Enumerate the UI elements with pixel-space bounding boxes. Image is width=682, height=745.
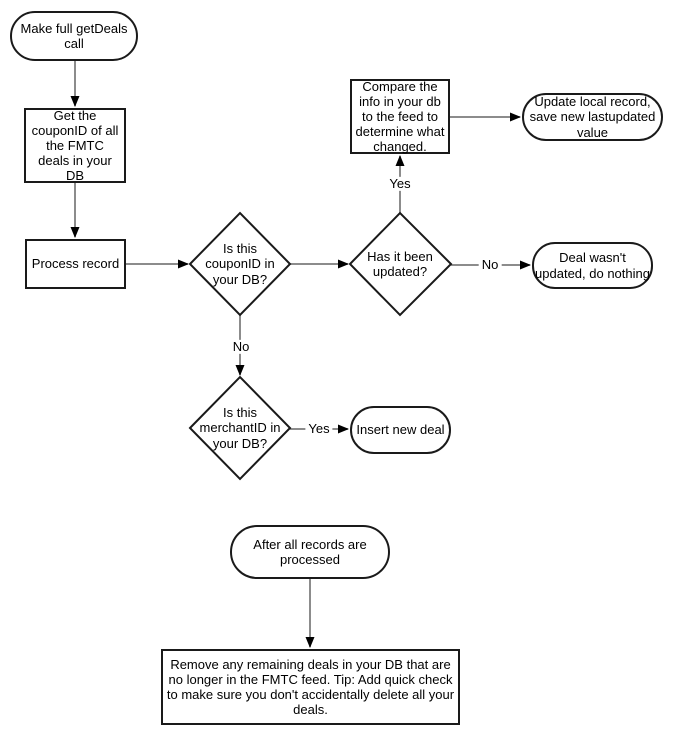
node-insert-new-deal: Insert new deal bbox=[350, 406, 451, 454]
node-remove-remaining-deals: Remove any remaining deals in your DB th… bbox=[161, 649, 460, 725]
node-process-record: Process record bbox=[25, 239, 126, 289]
node-remove-remaining-deals-label: Remove any remaining deals in your DB th… bbox=[166, 656, 455, 718]
node-start: Make full getDeals call bbox=[10, 11, 138, 61]
node-update-local-record-label: Update local record, save new lastupdate… bbox=[529, 94, 656, 140]
edge-label-has-updated-yes: Yes bbox=[386, 176, 414, 192]
node-update-local-record: Update local record, save new lastupdate… bbox=[522, 93, 663, 141]
edge-label-merchant-in-db-yes: Yes bbox=[305, 421, 333, 437]
edge-label-coupon-in-db-no: No bbox=[229, 339, 253, 355]
node-compare-info-label: Compare the info in your db to the feed … bbox=[355, 78, 445, 155]
node-process-record-label: Process record bbox=[31, 256, 120, 272]
node-deal-not-updated-label: Deal wasn't updated, do nothing bbox=[535, 250, 650, 281]
node-after-records-processed: After all records are processed bbox=[230, 525, 390, 579]
decision-coupon-in-db-label: Is this couponID in your DB? bbox=[205, 241, 275, 287]
decision-merchant-in-db-label: Is this merchantID in your DB? bbox=[199, 405, 281, 451]
node-compare-info: Compare the info in your db to the feed … bbox=[350, 79, 450, 154]
decision-has-updated-diamond bbox=[348, 211, 453, 317]
node-start-label: Make full getDeals call bbox=[20, 20, 128, 51]
node-after-records-processed-label: After all records are processed bbox=[253, 536, 367, 567]
node-deal-not-updated: Deal wasn't updated, do nothing bbox=[532, 242, 653, 289]
decision-merchant-in-db-diamond bbox=[188, 375, 292, 481]
node-insert-new-deal-label: Insert new deal bbox=[356, 422, 445, 438]
node-get-coupon-ids-label: Get the couponID of all the FMTC deals i… bbox=[31, 107, 119, 184]
decision-coupon-in-db-diamond bbox=[188, 211, 292, 317]
decision-has-updated-label: Has it been updated? bbox=[367, 248, 433, 279]
node-get-coupon-ids: Get the couponID of all the FMTC deals i… bbox=[24, 108, 126, 183]
edge-label-has-updated-no: No bbox=[478, 257, 502, 273]
